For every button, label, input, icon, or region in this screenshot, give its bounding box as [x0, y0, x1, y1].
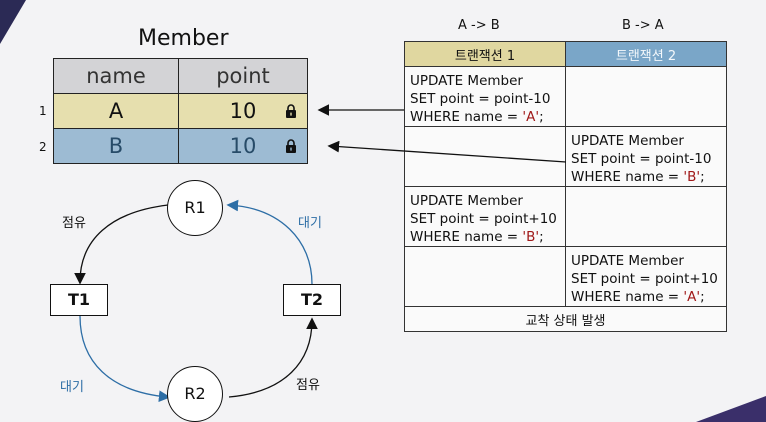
wait-label: 대기 [60, 380, 84, 395]
node-t2: T2 [283, 284, 341, 316]
member-table-title: Member [138, 26, 229, 51]
node-r2: R2 [167, 366, 223, 422]
deadlock-label: 교착 상태 발생 [404, 306, 727, 332]
node-t1: T1 [50, 284, 108, 316]
sql-line: UPDATE Member [571, 133, 684, 149]
sql-end: ; [700, 169, 705, 185]
order-label-t1: A -> B [458, 18, 500, 33]
sql-literal: 'B' [522, 229, 540, 245]
sql-line: SET point = point-10 [571, 151, 712, 167]
sql-literal: 'A' [522, 109, 540, 125]
sql-line: UPDATE Member [571, 253, 684, 269]
sql-end: ; [539, 109, 544, 125]
lock-icon [286, 139, 296, 153]
member-table: name point A 10 B 10 [53, 58, 308, 164]
pointer-arrow-b [327, 140, 567, 163]
tx-step-row: UPDATE Member SET point = point+10 WHERE… [404, 246, 727, 307]
sql-end: ; [539, 229, 544, 245]
tx-step: UPDATE Member SET point = point-10 WHERE… [565, 126, 727, 187]
hold-arrow-r2-t2 [228, 317, 318, 398]
cell-point: 10 [178, 128, 308, 164]
corner-decoration [0, 0, 26, 44]
sql-line: SET point = point-10 [410, 91, 551, 107]
cell-name: A [53, 93, 179, 129]
tx-step-row: UPDATE Member SET point = point-10 WHERE… [404, 66, 727, 127]
member-row-b: B 10 [53, 128, 308, 164]
point-value: 10 [229, 134, 257, 158]
sql-end: ; [700, 289, 705, 305]
tx-header-2: 트랜잭션 2 [565, 41, 727, 67]
lock-icon [286, 104, 296, 118]
hold-label: 점유 [62, 216, 86, 231]
wait-label: 대기 [298, 216, 322, 231]
row-number: 2 [39, 140, 47, 154]
point-value: 10 [229, 99, 257, 123]
sql-line: WHERE name = [410, 109, 523, 125]
tx-footer-row: 교착 상태 발생 [404, 306, 727, 332]
sql-line: SET point = point+10 [410, 211, 557, 227]
cell-point: 10 [178, 93, 308, 129]
sql-line: WHERE name = [571, 289, 684, 305]
sql-line: UPDATE Member [410, 193, 523, 209]
tx-empty [565, 66, 727, 127]
hold-label: 점유 [296, 378, 320, 393]
cell-name: B [53, 128, 179, 164]
sql-literal: 'A' [683, 289, 701, 305]
sql-line: UPDATE Member [410, 73, 523, 89]
tx-header-1: 트랜잭션 1 [404, 41, 566, 67]
order-label-t2: B -> A [622, 18, 664, 33]
wait-arrow-t2-r1 [226, 199, 313, 285]
corner-decoration [696, 396, 766, 422]
tx-empty [404, 246, 566, 307]
sql-literal: 'B' [683, 169, 701, 185]
sql-line: WHERE name = [571, 169, 684, 185]
sql-line: SET point = point+10 [571, 271, 718, 287]
member-row-a: A 10 [53, 93, 308, 129]
node-r1: R1 [167, 180, 223, 236]
header-point: point [178, 58, 308, 94]
row-number: 1 [39, 104, 47, 118]
tx-empty [565, 186, 727, 247]
tx-step: UPDATE Member SET point = point-10 WHERE… [404, 66, 566, 127]
tx-step: UPDATE Member SET point = point+10 WHERE… [565, 246, 727, 307]
wait-arrow-t1-r2 [79, 315, 171, 403]
member-table-header: name point [53, 58, 308, 94]
sql-line: WHERE name = [410, 229, 523, 245]
hold-arrow-r1-t1 [74, 204, 169, 285]
